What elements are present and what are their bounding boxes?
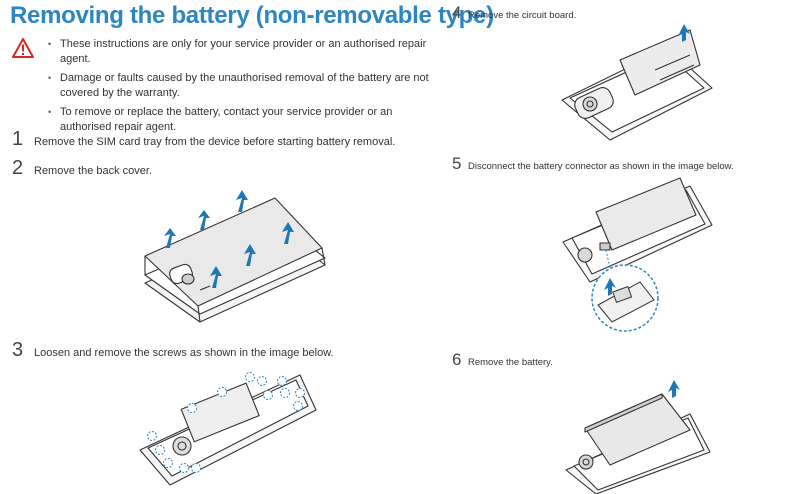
step-3: 3 Loosen and remove the screws as shown … xyxy=(12,339,334,362)
lift-arrows xyxy=(164,190,294,288)
page-title: Removing the battery (non-removable type… xyxy=(10,2,494,29)
warning-triangle-icon xyxy=(12,38,34,58)
step-text: Disconnect the battery connector as show… xyxy=(468,161,734,172)
step-text: Loosen and remove the screws as shown in… xyxy=(34,347,334,359)
step-1: 1 Remove the SIM card tray from the devi… xyxy=(12,128,395,151)
step-text: Remove the SIM card tray from the device… xyxy=(34,136,396,148)
step-6: 6 Remove the battery. xyxy=(452,350,553,370)
warning-item: To remove or replace the battery, contac… xyxy=(48,105,438,134)
lift-arrow xyxy=(678,24,690,42)
step-number: 4 xyxy=(452,3,462,22)
step-text: Remove the back cover. xyxy=(34,165,153,177)
disconnect-arrow xyxy=(604,278,616,296)
warning-item: Damage or faults caused by the unauthori… xyxy=(48,71,438,100)
step-5: 5 Disconnect the battery connector as sh… xyxy=(452,154,734,174)
step-number: 6 xyxy=(452,350,462,369)
magnified-connector xyxy=(591,264,659,332)
step-number: 3 xyxy=(12,339,24,361)
warning-list: These instructions are only for your ser… xyxy=(48,37,438,139)
step-text: Remove the circuit board. xyxy=(468,10,577,21)
lift-arrow xyxy=(668,380,680,398)
warning-item: These instructions are only for your ser… xyxy=(48,37,438,66)
step-number: 1 xyxy=(12,128,24,150)
step-number: 5 xyxy=(452,154,462,173)
step-text: Remove the battery. xyxy=(468,357,553,368)
step-number: 2 xyxy=(12,157,24,179)
step-4: 4 Remove the circuit board. xyxy=(452,3,576,23)
screw-markers xyxy=(147,372,305,473)
step-2: 2 Remove the back cover. xyxy=(12,157,152,180)
